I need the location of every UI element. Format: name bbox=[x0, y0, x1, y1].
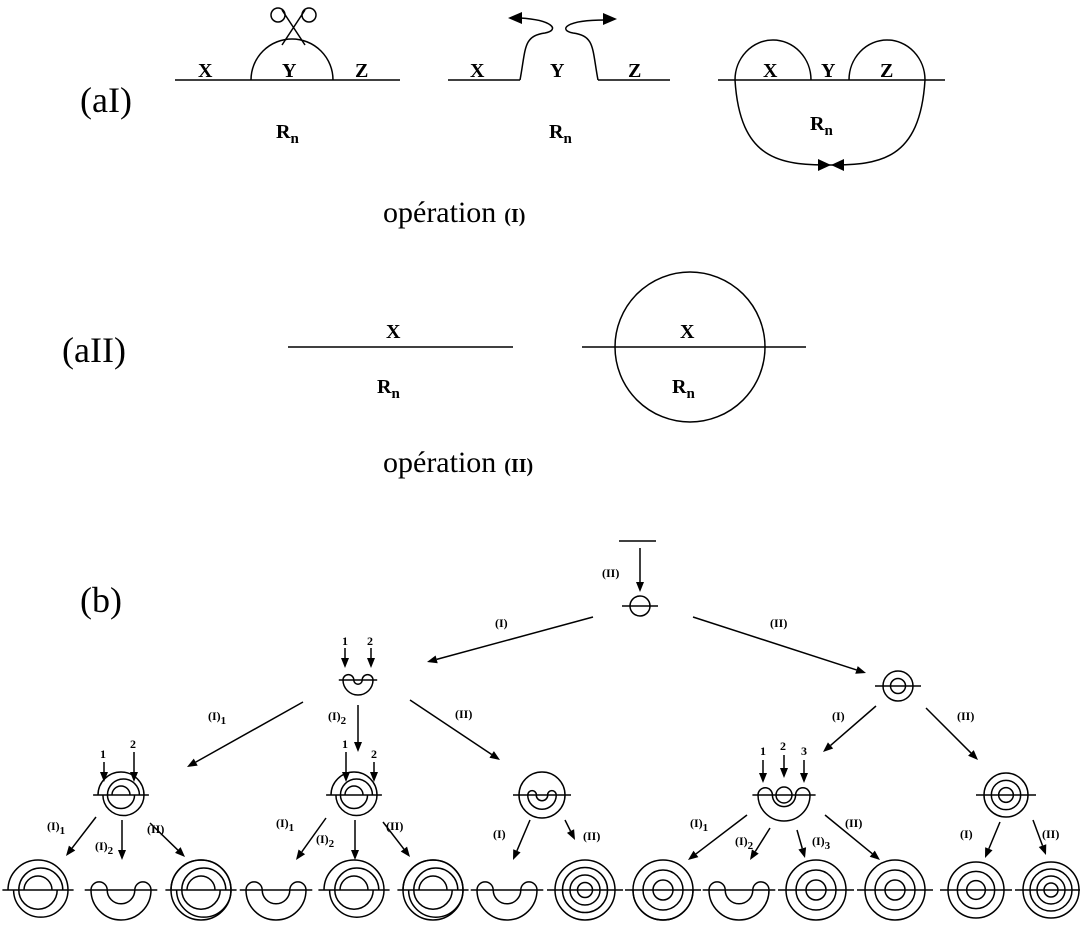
label-x: X bbox=[763, 60, 778, 82]
label-rn: Rn bbox=[810, 113, 833, 139]
op-label: (II) bbox=[583, 829, 600, 843]
arrow-I bbox=[427, 616, 594, 664]
op-label: (I)1 bbox=[47, 819, 65, 837]
arrow-level3 bbox=[824, 814, 880, 860]
aII-diagram-line: X Rn bbox=[288, 321, 513, 402]
arrow-level3 bbox=[66, 816, 97, 856]
index-2: 2 bbox=[367, 634, 373, 648]
arrow-level3 bbox=[149, 822, 185, 857]
label-z: Z bbox=[880, 60, 893, 82]
label-rn: Rn bbox=[377, 376, 400, 402]
index-2: 2 bbox=[130, 737, 136, 751]
index-1: 1 bbox=[342, 634, 348, 648]
arrow-level3 bbox=[382, 821, 410, 857]
arrow-level3 bbox=[985, 821, 1001, 858]
index-arrow bbox=[342, 752, 350, 782]
panel-label-b: (b) bbox=[80, 580, 122, 620]
label-x: X bbox=[680, 321, 695, 343]
index-arrow bbox=[130, 752, 138, 782]
label-y: Y bbox=[550, 60, 565, 82]
arrow-level3 bbox=[688, 814, 748, 860]
index-2: 2 bbox=[371, 747, 377, 761]
aI-diagram-reconnect: X Y Z Rn bbox=[718, 39, 945, 171]
arrow-I2 bbox=[354, 705, 362, 752]
index-arrow bbox=[780, 755, 788, 778]
arrow-I1 bbox=[187, 701, 304, 767]
arrow-II bbox=[409, 699, 500, 760]
index-2: 2 bbox=[780, 739, 786, 753]
panel-label-aII: (aII) bbox=[62, 330, 126, 370]
arrow-root-II bbox=[636, 548, 644, 592]
caption-operation-II: opération(II) bbox=[383, 446, 533, 479]
label-rn: Rn bbox=[276, 121, 299, 147]
index-arrow bbox=[370, 762, 378, 782]
label-y: Y bbox=[282, 60, 297, 82]
index-1: 1 bbox=[100, 747, 106, 761]
panel-label-aI: (aI) bbox=[80, 80, 132, 120]
aII-diagram-circle: X Rn bbox=[582, 271, 806, 423]
op-label: (I) bbox=[493, 827, 506, 841]
op-label: (I)2 bbox=[95, 839, 114, 857]
aI-diagram-open: X Y Z Rn bbox=[448, 12, 670, 147]
op-label: (I)2 bbox=[735, 834, 754, 852]
label-z: Z bbox=[355, 60, 368, 82]
op-label: (II) bbox=[1042, 827, 1059, 841]
index-arrow bbox=[100, 762, 108, 782]
op-label: (I) bbox=[832, 709, 845, 723]
arrow-level3 bbox=[351, 820, 359, 860]
label-x: X bbox=[198, 60, 213, 82]
op-label: (I)2 bbox=[328, 709, 347, 727]
op-label: (II) bbox=[770, 616, 787, 630]
index-1: 1 bbox=[342, 737, 348, 751]
arrow-level3 bbox=[296, 817, 327, 860]
arrow-level3 bbox=[118, 820, 126, 860]
op-label: (II) bbox=[602, 566, 619, 580]
aI-diagram-cut: X Y Z Rn bbox=[175, 7, 400, 147]
op-label: (I)1 bbox=[690, 816, 708, 834]
caption-operation-I: opération(I) bbox=[383, 196, 525, 229]
op-label: (I)3 bbox=[812, 834, 831, 852]
op-label: (II) bbox=[957, 709, 974, 723]
label-rn: Rn bbox=[549, 121, 572, 147]
op-label: (I) bbox=[495, 616, 508, 630]
op-label: (II) bbox=[455, 707, 472, 721]
index-arrow bbox=[800, 760, 808, 783]
index-3: 3 bbox=[801, 744, 807, 758]
arrow-level3 bbox=[513, 819, 531, 860]
arrow-II bbox=[925, 707, 978, 760]
op-label: (I)1 bbox=[276, 816, 294, 834]
op-label: (I)2 bbox=[316, 832, 335, 850]
arrow-II bbox=[692, 616, 866, 674]
op-label: (II) bbox=[147, 822, 164, 836]
op-label: (II) bbox=[386, 819, 403, 833]
op-label: (II) bbox=[845, 816, 862, 830]
label-x: X bbox=[386, 321, 401, 343]
index-arrow bbox=[367, 648, 375, 668]
arrow-level3 bbox=[796, 829, 807, 858]
arrow-I bbox=[823, 705, 877, 752]
op-label: (I)1 bbox=[208, 709, 226, 727]
label-z: Z bbox=[628, 60, 641, 82]
op-label: (I) bbox=[960, 827, 973, 841]
label-y: Y bbox=[821, 60, 836, 82]
label-rn: Rn bbox=[672, 376, 695, 402]
arrow-level3 bbox=[1032, 819, 1047, 855]
arrow-level3 bbox=[564, 819, 575, 840]
label-x: X bbox=[470, 60, 485, 82]
index-arrow bbox=[759, 760, 767, 783]
index-1: 1 bbox=[760, 744, 766, 758]
arrow-level3 bbox=[750, 827, 771, 860]
index-arrow bbox=[341, 648, 349, 668]
